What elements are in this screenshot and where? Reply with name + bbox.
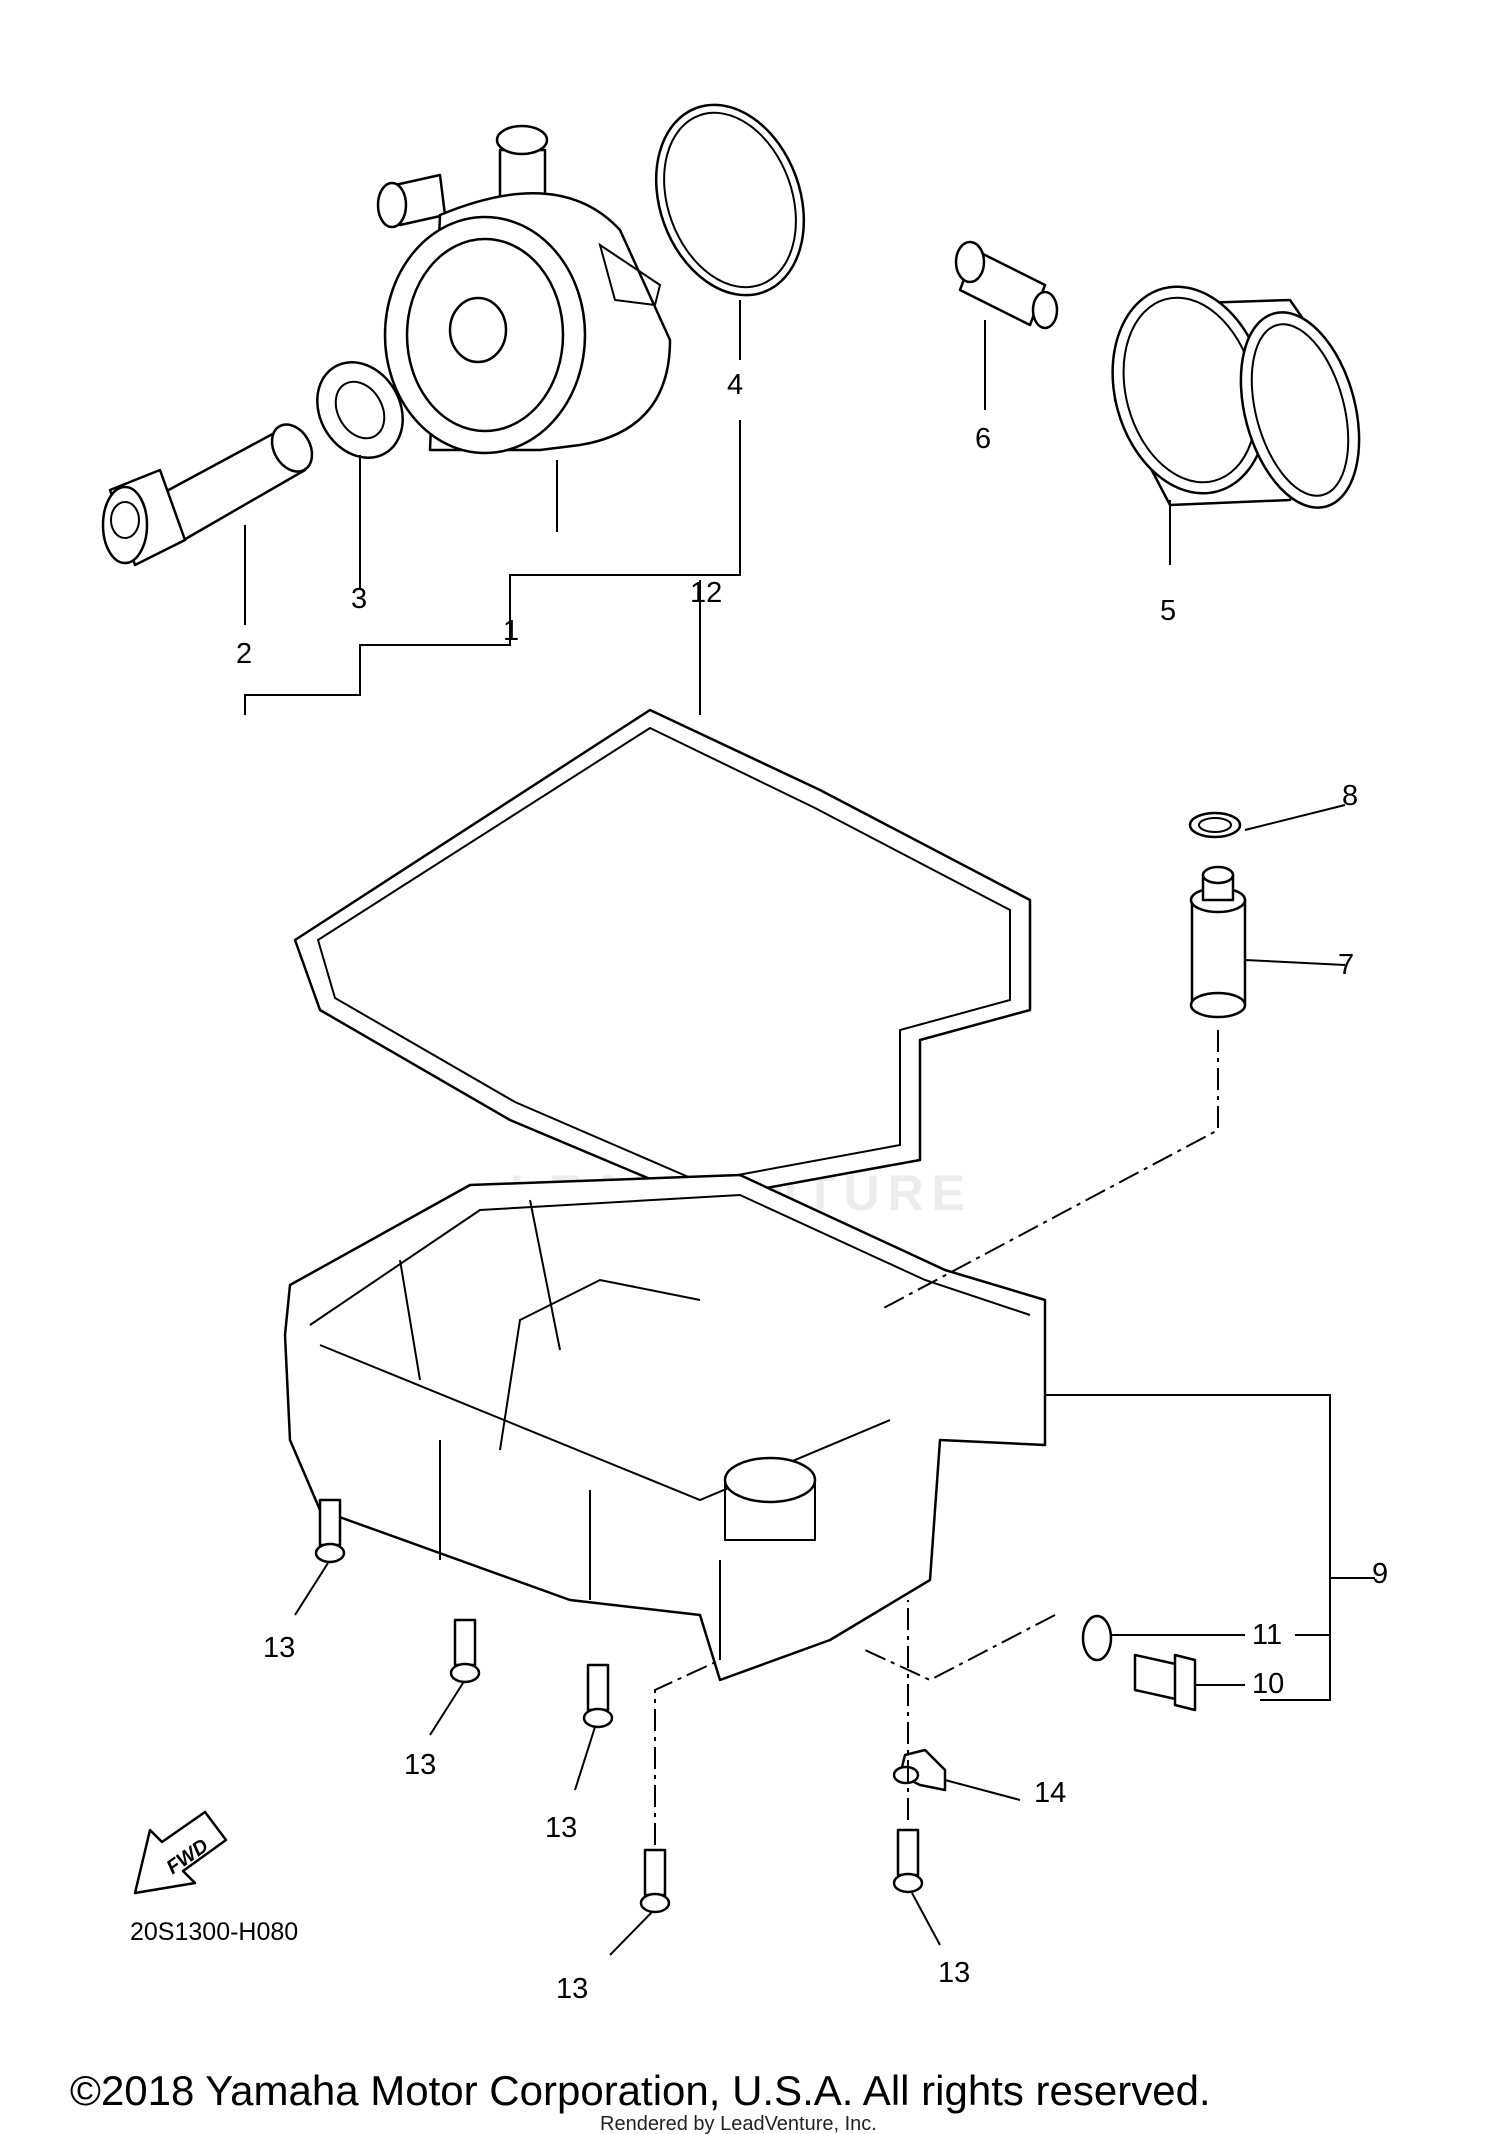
callout-3: 3 (351, 583, 367, 615)
callout-13-e: 13 (938, 1957, 970, 1989)
callout-6: 6 (975, 423, 991, 455)
callout-7: 7 (1338, 949, 1354, 981)
part-bracket (892, 1748, 947, 1792)
part-oil-pan-gasket (293, 708, 1032, 1202)
callout-9: 9 (1372, 1558, 1388, 1590)
callout-11: 11 (1252, 1619, 1282, 1651)
diagram-code: 20S1300-H080 (130, 1918, 298, 1946)
callout-13-a: 13 (263, 1632, 295, 1664)
rendered-by-credit: Rendered by LeadVenture, Inc. (600, 2113, 877, 2134)
part-union-bolt (101, 423, 314, 567)
part-bolts (314, 1498, 924, 1914)
part-o-ring-large (654, 103, 806, 297)
callout-labels: 1 2 3 4 5 6 7 8 9 10 11 12 13 13 13 13 1… (236, 369, 1388, 2005)
callout-13-c: 13 (545, 1812, 577, 1844)
leader-lines (244, 300, 1375, 1956)
callout-14: 14 (1034, 1777, 1066, 1809)
part-oil-pan (283, 1173, 1047, 1682)
callout-2: 2 (236, 638, 252, 670)
part-o-ring-small (1188, 811, 1242, 839)
callout-13-d: 13 (556, 1973, 588, 2005)
part-drain-gasket (1081, 1614, 1113, 1662)
part-fitting (954, 240, 1059, 330)
callout-4: 4 (727, 369, 743, 401)
part-drain-bolt (1133, 1653, 1197, 1712)
part-oil-filter (1111, 285, 1361, 509)
callout-10: 10 (1252, 1668, 1284, 1700)
callout-8: 8 (1342, 780, 1358, 812)
callout-1: 1 (503, 615, 519, 647)
callout-5: 5 (1160, 595, 1176, 627)
part-pipe (1189, 865, 1247, 1019)
callout-13-b: 13 (404, 1749, 436, 1781)
part-oil-cooler (376, 124, 672, 455)
callout-12: 12 (690, 577, 722, 609)
forward-arrow-icon: FWD (133, 1810, 228, 1895)
copyright-notice: ©2018 Yamaha Motor Corporation, U.S.A. A… (70, 2067, 1211, 2114)
part-gasket-washer (316, 361, 404, 459)
